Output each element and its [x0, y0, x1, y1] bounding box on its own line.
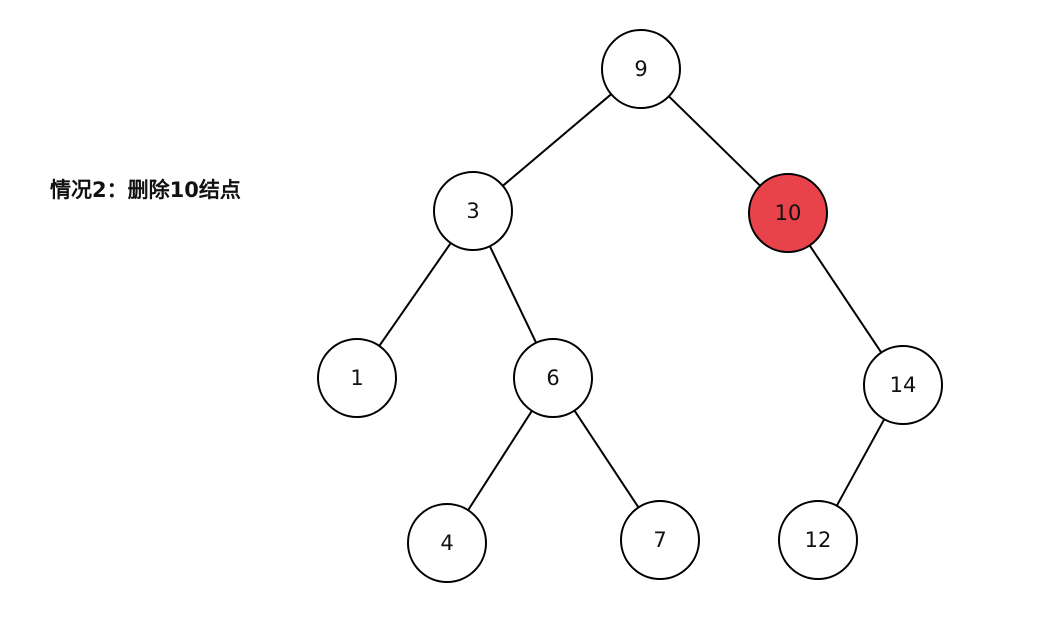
tree-node-7: 7	[620, 500, 700, 580]
node-circle	[317, 338, 397, 418]
tree-nodes: 9 3 10 1 6 14 4 7 12	[317, 29, 943, 583]
node-label: 7	[653, 528, 666, 552]
node-label: 1	[350, 366, 363, 390]
tree-edge-n10-n14	[808, 244, 883, 354]
tree-edge-n3-n1	[378, 242, 452, 347]
node-label: 4	[440, 531, 453, 555]
node-label: 9	[634, 57, 647, 81]
node-circle	[778, 500, 858, 580]
tree-edge-n9-n10	[667, 95, 762, 187]
diagram-caption: 情况2：删除10结点	[50, 178, 241, 202]
node-circle	[620, 500, 700, 580]
tree-edge-n9-n3	[501, 93, 613, 187]
tree-edge-n6-n7	[573, 409, 640, 509]
highlighted-node-circle	[748, 173, 828, 253]
tree-node-12: 12	[778, 500, 858, 580]
tree-edge-n14-n12	[835, 418, 886, 507]
tree-node-1: 1	[317, 338, 397, 418]
node-circle	[601, 29, 681, 109]
node-label: 3	[466, 199, 479, 223]
node-circle	[433, 171, 513, 251]
node-label: 14	[890, 373, 917, 397]
tree-node-3: 3	[433, 171, 513, 251]
node-label: 12	[805, 528, 832, 552]
tree-node-6: 6	[513, 338, 593, 418]
tree-edge-n3-n6	[488, 245, 538, 344]
node-circle	[407, 503, 487, 583]
tree-node-4: 4	[407, 503, 487, 583]
node-circle	[863, 345, 943, 425]
tree-edge-n6-n4	[467, 409, 533, 512]
node-label: 10	[775, 201, 802, 225]
tree-node-9: 9	[601, 29, 681, 109]
tree-node-14: 14	[863, 345, 943, 425]
tree-edges	[378, 93, 886, 512]
tree-node-10: 10	[748, 173, 828, 253]
node-label: 6	[546, 366, 559, 390]
node-circle	[513, 338, 593, 418]
